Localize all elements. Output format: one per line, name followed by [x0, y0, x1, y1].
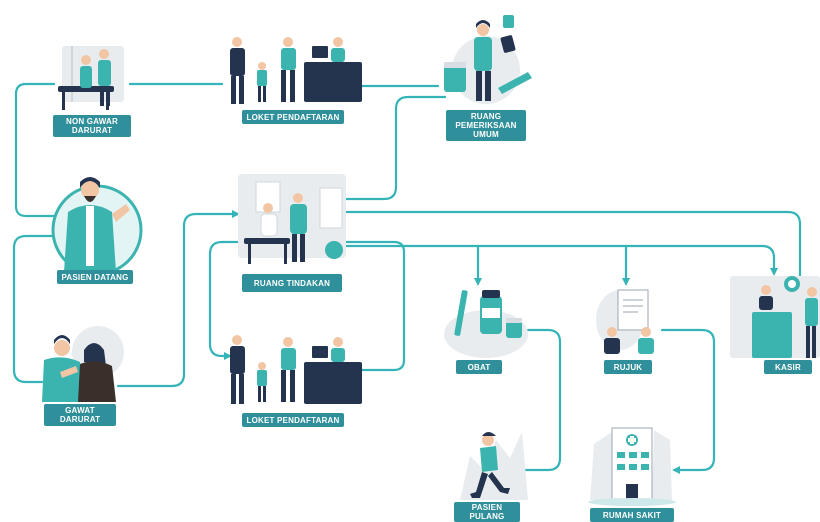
cashier-icon — [730, 276, 820, 358]
label-pasien-datang: PASIEN DATANG — [57, 270, 133, 284]
connector-gawat-to-tindakan — [116, 212, 240, 388]
arrowhead-tindakan-from-gawat — [232, 210, 240, 218]
patient-arrival-icon — [51, 177, 143, 276]
hospital-building-icon — [588, 427, 676, 506]
doctor-checkup-icon — [444, 15, 532, 104]
label-rumah-sakit: RUMAH SAKIT — [590, 508, 674, 522]
label-gawat-darurat: GAWAT DARURAT — [44, 404, 116, 426]
registration-desk-icon-top — [230, 37, 362, 104]
label-pasien-pulang: PASIEN PULANG — [454, 502, 520, 522]
connector-pasien-to-gawat — [12, 234, 60, 384]
emergency-patient-icon — [42, 326, 124, 402]
label-ruang-tindakan: RUANG TINDAKAN — [242, 274, 342, 292]
patient-going-home-icon — [460, 432, 528, 500]
label-loket-pendaftaran-top: LOKET PENDAFTARAN — [242, 110, 344, 124]
arrowhead-rumah-sakit — [672, 466, 680, 474]
connector-tindakan-branch-line — [342, 244, 776, 274]
label-kasir: KASIR — [764, 360, 812, 374]
label-loket-pendaftaran-bottom: LOKET PENDAFTARAN — [242, 413, 344, 427]
arrowhead-loket-bottom — [224, 352, 232, 360]
connector-obat-to-pulang — [518, 328, 562, 472]
referral-document-icon — [596, 289, 654, 354]
medicine-icon — [444, 290, 528, 358]
arrowhead-kasir — [770, 268, 778, 276]
label-rujuk: RUJUK — [604, 360, 652, 374]
connector-pasien-to-non-gawar — [14, 82, 60, 218]
connector-kasir-to-tindakan — [340, 210, 802, 278]
label-ruang-pemeriksaan-umum: RUANG PEMERIKSAAN UMUM — [446, 110, 526, 141]
arrowhead-obat — [474, 278, 482, 286]
label-non-gawar-darurat: NON GAWAR DARURAT — [53, 115, 131, 137]
connector-rujuk-to-rumah-sakit — [660, 328, 716, 472]
registration-desk-icon-bottom — [230, 335, 362, 404]
arrowhead-rujuk — [622, 278, 630, 286]
label-obat: OBAT — [456, 360, 502, 374]
treatment-room-icon — [238, 174, 346, 264]
connector-pemeriksaan-to-tindakan — [338, 95, 447, 201]
hospital-bed-patient-icon — [58, 46, 124, 110]
